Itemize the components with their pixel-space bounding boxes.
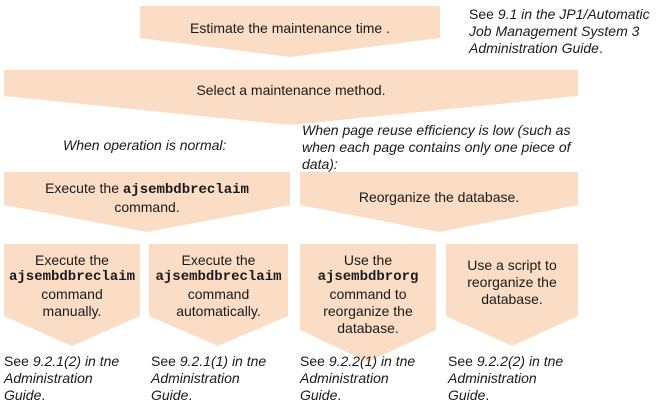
auto-step: Execute the ajsembdbreclaim command auto… <box>155 252 282 319</box>
reference-auto: See 9.2.1(1) in tne Administration Guide… <box>151 353 267 403</box>
reference-script: See 9.2.2(2) in tne Administration Guide… <box>448 353 564 403</box>
reorganize-shape <box>300 172 578 232</box>
execute-command-step: Execute the ajsembdbreclaim command. <box>45 180 249 215</box>
select-step: Select a maintenance method. <box>4 76 578 104</box>
estimate-shape <box>140 6 440 57</box>
manual-step: Execute the ajsembdbreclaim command manu… <box>8 252 136 319</box>
reorganize-step: Reorganize the database. <box>300 182 578 212</box>
reorganize-label: Reorganize the database. <box>358 188 520 205</box>
command-name: ajsembdbrorg <box>317 268 419 285</box>
select-label: Select a maintenance method. <box>196 81 386 98</box>
select-shape <box>4 70 578 125</box>
execute-command-shape <box>4 172 290 232</box>
reference-reorg-command: See 9.2.2(1) in tne Administration Guide… <box>300 353 416 403</box>
condition-normal: When operation is normal: <box>63 137 227 153</box>
condition-low-efficiency: When page reuse efficiency is low (such … <box>302 122 571 172</box>
manual-shape <box>4 244 140 346</box>
auto-shape <box>149 244 288 346</box>
estimate-step: Estimate the maintenance time . <box>140 14 440 42</box>
command-name: ajsembdbreclaim <box>155 269 282 285</box>
reference-manual: See 9.2.1(2) in tne Administration Guide… <box>4 353 120 403</box>
reorg-command-shape <box>300 244 436 362</box>
command-name: ajsembdbreclaim <box>122 182 249 198</box>
reorg-command-step: Use the ajsembdbrorg command to reorgani… <box>317 251 419 336</box>
reference-top: See 9.1 in the JP1/Automatic Job Managem… <box>469 6 650 56</box>
command-name: ajsembdbreclaim <box>8 269 136 285</box>
script-shape <box>446 244 578 346</box>
script-step: Use a script to reorganize the database. <box>467 256 557 307</box>
estimate-label: Estimate the maintenance time . <box>190 19 390 36</box>
